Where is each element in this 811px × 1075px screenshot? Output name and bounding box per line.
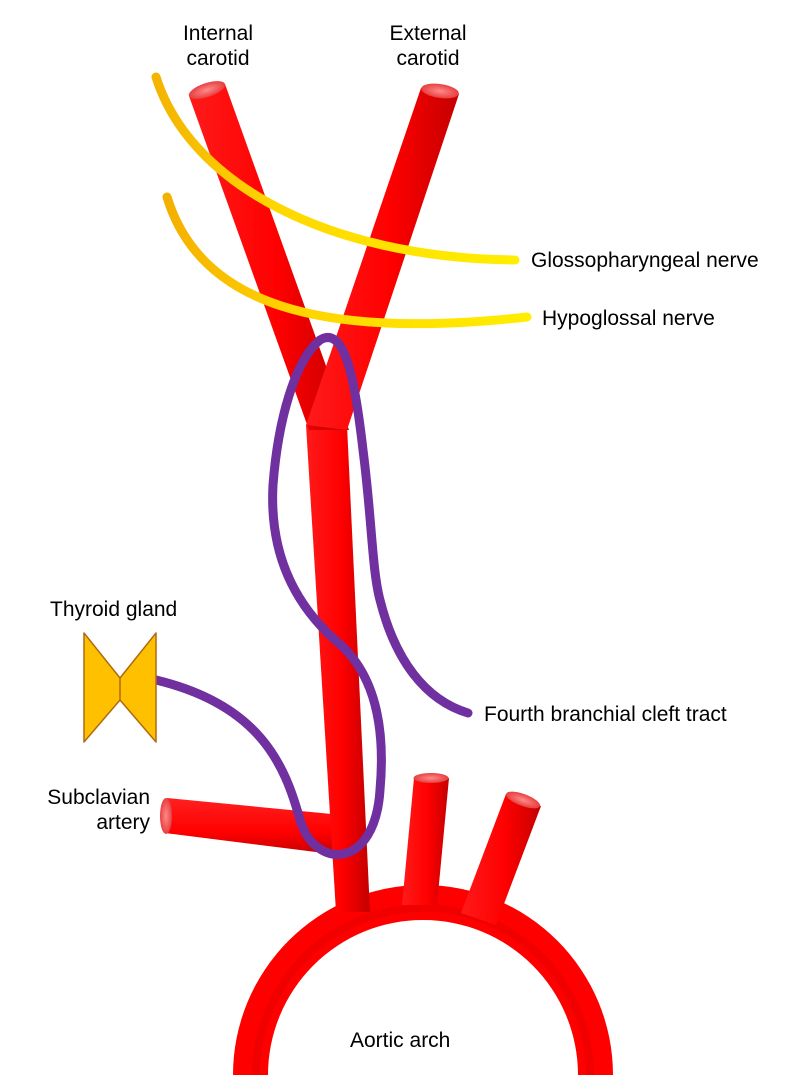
common-carotid-artery: [306, 425, 370, 912]
label-external-carotid: External carotid: [378, 21, 478, 71]
label-subclavian-artery: Subclavian artery: [20, 785, 150, 835]
label-internal-carotid: Internal carotid: [168, 21, 268, 71]
label-glossopharyngeal-nerve: Glossopharyngeal nerve: [531, 249, 759, 272]
internal-carotid-artery: [188, 81, 349, 430]
label-thyroid-gland: Thyroid gland: [50, 598, 178, 621]
arch-branch-right: [461, 791, 541, 925]
glossopharyngeal-nerve: [151, 72, 520, 265]
label-fourth-branchial-cleft-tract: Fourth branchial cleft tract: [484, 703, 727, 726]
arch-branch-left: [402, 773, 449, 905]
label-external-carotid-line1: External: [389, 22, 467, 45]
label-subclavian-artery-line1: Subclavian: [47, 786, 150, 809]
hypoglossal-nerve: [162, 192, 532, 329]
fourth-branchial-cleft-tract: [151, 333, 473, 859]
label-external-carotid-line2: carotid: [396, 47, 460, 70]
label-internal-carotid-line2: carotid: [186, 47, 250, 70]
label-aortic-arch: Aortic arch: [350, 1029, 451, 1052]
aortic-arch: [233, 885, 613, 1075]
label-internal-carotid-line1: Internal: [182, 22, 254, 45]
label-subclavian-artery-line2: artery: [96, 811, 150, 834]
label-hypoglossal-nerve: Hypoglossal nerve: [542, 307, 715, 330]
thyroid-gland: [83, 632, 157, 743]
